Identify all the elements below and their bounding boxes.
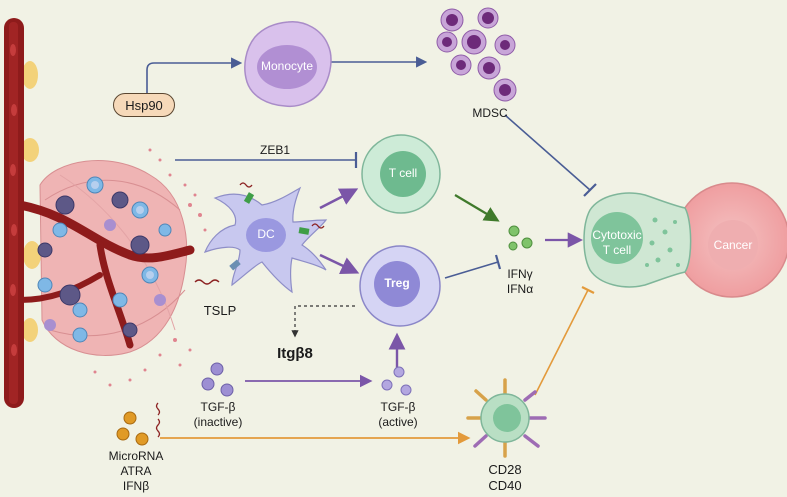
cd28-label: CD28 [488, 462, 522, 477]
treg-to-itgb8-dashed-arrow [291, 305, 355, 338]
atra-label: ATRA [120, 464, 152, 478]
hsp90-to-monocyte-arrow [146, 57, 243, 93]
ifn-molecules [508, 225, 533, 251]
treg-cell [359, 245, 441, 327]
mdsc-inhibits-cytotoxic-line [504, 114, 591, 191]
cd40-label: CD40 [488, 478, 522, 493]
tgfb-active-label-line1: TGF-β [380, 400, 416, 414]
zeb1-label: ZEB1 [259, 143, 290, 157]
cd-cell-inhibition-bar-icon [581, 286, 595, 294]
tgfb-active-label-line2: (active) [378, 415, 418, 429]
dendritic-cell [194, 182, 328, 294]
tgfb-inactive-molecules [201, 362, 234, 397]
microrna-label: MicroRNA [108, 449, 164, 463]
mdsc-inhibition-bar-icon [583, 183, 597, 197]
itgb8-label: Itgβ8 [277, 345, 313, 362]
dc-to-treg-arrow [319, 253, 360, 275]
microrna-molecules [116, 402, 161, 446]
t-cell [361, 134, 441, 214]
treg-inhibition-bar-icon [494, 254, 502, 270]
hsp90-label: Hsp90 [113, 93, 175, 117]
dc-to-tcell-arrow [319, 188, 359, 210]
monocyte-label: Monocyte [260, 59, 314, 73]
cytotoxic-label-line2: T cell [602, 243, 632, 257]
cytotoxic-t-cell [583, 192, 692, 288]
pathway-arrows [146, 56, 597, 445]
tgfb-inactive-label-line1: TGF-β [200, 400, 236, 414]
tgfb-inactive-label-line2: (inactive) [193, 415, 243, 429]
cancer-label: Cancer [713, 238, 753, 252]
cytotoxic-label-line1: Cytotoxic [592, 228, 642, 242]
cd28-cd40-cell [466, 378, 547, 458]
dc-label: DC [257, 227, 275, 241]
mdsc-label: MDSC [472, 106, 508, 120]
treg-inhibits-ifn-line [444, 261, 499, 279]
ifn-alpha-label: IFNα [506, 282, 534, 296]
t-cell-label: T cell [388, 166, 418, 180]
tslp-label: TSLP [203, 303, 237, 318]
monocyte-cell [244, 21, 332, 108]
treg-label: Treg [384, 276, 410, 290]
cancer-cell [674, 182, 787, 298]
mdsc-cluster [436, 7, 517, 102]
tgfb-active-molecules [381, 366, 412, 396]
ifnb-label: IFNβ [122, 479, 150, 493]
cd-cell-to-cytotoxic-line [534, 289, 589, 396]
tumor-tissue [4, 18, 207, 408]
tcell-to-ifn-arrow [454, 194, 500, 222]
ifn-gamma-label: IFNγ [507, 267, 533, 281]
